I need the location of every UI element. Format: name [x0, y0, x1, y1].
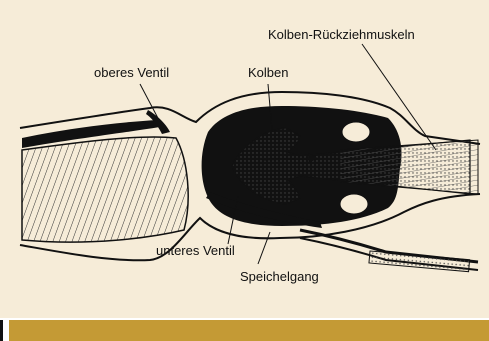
label-lower-valve: unteres Ventil — [156, 244, 235, 257]
chamber-void-upper — [342, 122, 370, 142]
chamber-void-lower — [340, 194, 368, 214]
caption-bar-tick — [0, 320, 3, 341]
label-upper-valve: oberes Ventil — [94, 66, 169, 79]
left-muscle-mass — [22, 137, 188, 242]
caption-bar — [9, 320, 489, 341]
label-piston-retractor-muscles: Kolben-Rückziehmuskeln — [268, 28, 415, 41]
label-salivary-duct: Speichelgang — [240, 270, 319, 283]
label-piston: Kolben — [248, 66, 288, 79]
